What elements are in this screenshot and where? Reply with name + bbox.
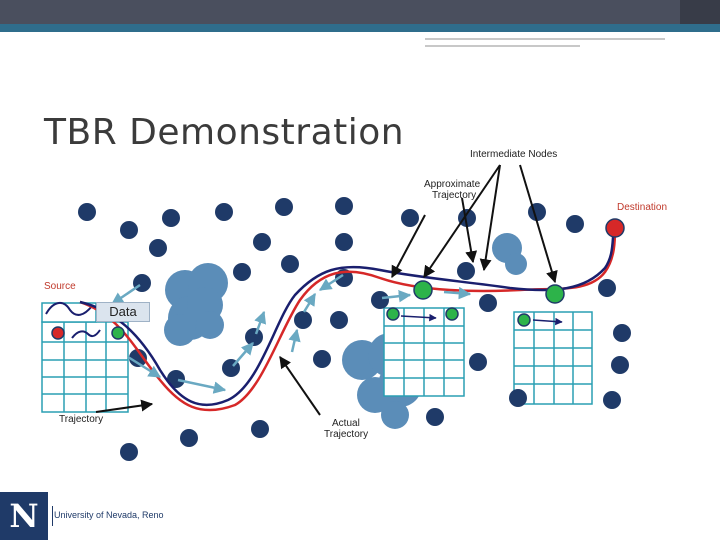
- university-logo: [0, 492, 48, 540]
- table-node-marker: [386, 307, 400, 321]
- label-intermediate-nodes: Intermediate Nodes: [470, 149, 558, 160]
- sensor-node: [335, 233, 353, 251]
- sensor-node: [251, 420, 269, 438]
- sensor-node: [120, 221, 138, 239]
- sensor-node: [313, 350, 331, 368]
- actual-trajectory-line: [79, 227, 617, 412]
- sensor-node: [371, 291, 389, 309]
- sensor-node: [469, 353, 487, 371]
- table-arrows: [400, 313, 563, 326]
- sensor-node: [611, 356, 629, 374]
- sensor-node: [253, 233, 271, 251]
- header-bar-accent: [680, 0, 720, 24]
- sensor-node: [603, 391, 621, 409]
- intermediate-node: [413, 280, 433, 300]
- sensor-node: [162, 209, 180, 227]
- sensor-nodes: [78, 197, 631, 461]
- label-actual-trajectory: Trajectory: [324, 429, 369, 440]
- sensor-node: [167, 370, 185, 388]
- label-data: Data: [96, 302, 150, 322]
- sensor-node: [479, 294, 497, 312]
- data-table-middle: [383, 307, 465, 397]
- label-actual: Actual: [332, 418, 360, 429]
- sensor-node: [245, 328, 263, 346]
- table-node-marker: [517, 313, 531, 327]
- table-node-marker: [445, 307, 459, 321]
- sensor-node: [509, 389, 527, 407]
- sensor-node: [613, 324, 631, 342]
- decorative-rule: [425, 38, 665, 40]
- mini-trajectory: [45, 302, 101, 339]
- intermediate-nodes: [111, 280, 565, 340]
- obstacle-cloud-3: [492, 233, 527, 275]
- decorative-rule-short: [425, 45, 580, 47]
- sensor-node: [426, 408, 444, 426]
- logo-divider: [52, 506, 53, 526]
- sensor-node: [233, 263, 251, 281]
- destination-node: [605, 218, 625, 238]
- sensor-node: [215, 203, 233, 221]
- sensor-node: [275, 198, 293, 216]
- label-approximate-trajectory: Trajectory: [432, 190, 477, 201]
- sensor-node: [566, 215, 584, 233]
- sensor-node: [458, 209, 476, 227]
- label-destination: Destination: [617, 202, 668, 213]
- label-trajectory: Trajectory: [59, 414, 104, 425]
- table-node-marker: [51, 326, 65, 340]
- label-approximate: Approximate: [424, 179, 481, 190]
- data-table-right: [513, 311, 593, 405]
- sensor-node: [180, 429, 198, 447]
- table-node-marker: [111, 326, 125, 340]
- header-bar: [0, 0, 720, 24]
- hop-arrows: [110, 273, 472, 394]
- sensor-node: [330, 311, 348, 329]
- sensor-node: [401, 209, 419, 227]
- sensor-node: [457, 262, 475, 280]
- sensor-node: [598, 279, 616, 297]
- endpoint-nodes: [51, 218, 625, 340]
- slide-title: TBR Demonstration: [44, 112, 405, 153]
- sensor-node: [78, 203, 96, 221]
- callout-arrows: [95, 164, 558, 416]
- sensor-node: [528, 203, 546, 221]
- sensor-node: [281, 255, 299, 273]
- sensor-node: [294, 311, 312, 329]
- sensor-node: [149, 239, 167, 257]
- obstacle-cloud-1: [164, 263, 228, 346]
- sensor-node: [120, 443, 138, 461]
- university-name: University of Nevada, Reno: [54, 510, 164, 520]
- university-logo-letter: N: [9, 497, 39, 535]
- sensor-node: [129, 349, 147, 367]
- label-source: Source: [44, 281, 76, 292]
- intermediate-node: [545, 284, 565, 304]
- header-stripe: [0, 24, 720, 32]
- approximate-trajectory-line: [79, 227, 616, 407]
- sensor-node: [335, 197, 353, 215]
